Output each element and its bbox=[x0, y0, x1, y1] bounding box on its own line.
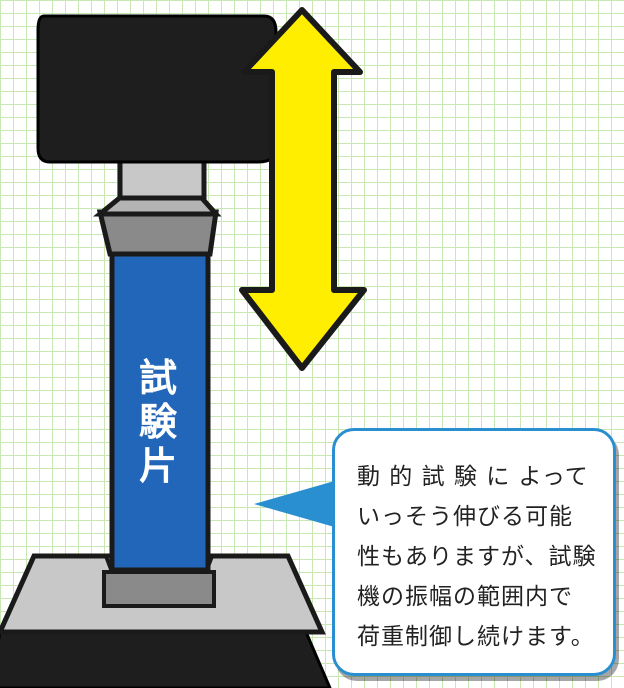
explanation-callout: 動 的 試 験 に よって いっそう伸びる可能 性もありますが、試験 機の振幅の… bbox=[332, 428, 616, 676]
specimen-bar bbox=[109, 249, 211, 573]
double-vertical-arrow-icon bbox=[239, 7, 367, 371]
upper-neck bbox=[117, 157, 207, 201]
callout-line-3: 性もありますが、試験 bbox=[357, 544, 597, 570]
callout-line-5: 荷重制御し続けます。 bbox=[357, 624, 595, 650]
callout-line-1: 動 的 試 験 に よって bbox=[357, 464, 589, 490]
upper-crosshead bbox=[36, 14, 278, 164]
lower-base bbox=[0, 630, 332, 688]
callout-pointer bbox=[254, 480, 338, 528]
specimen-label: 試 験 片 bbox=[128, 356, 188, 488]
callout-line-2: いっそう伸びる可能 bbox=[357, 504, 573, 530]
specimen-label-char-2: 験 bbox=[138, 400, 177, 444]
specimen-label-char-3: 片 bbox=[138, 444, 177, 488]
specimen-label-char-1: 試 bbox=[138, 356, 177, 400]
upper-grip-lower bbox=[96, 209, 219, 257]
lower-grip bbox=[102, 570, 216, 608]
callout-line-4: 機の振幅の範囲内で bbox=[357, 584, 573, 610]
